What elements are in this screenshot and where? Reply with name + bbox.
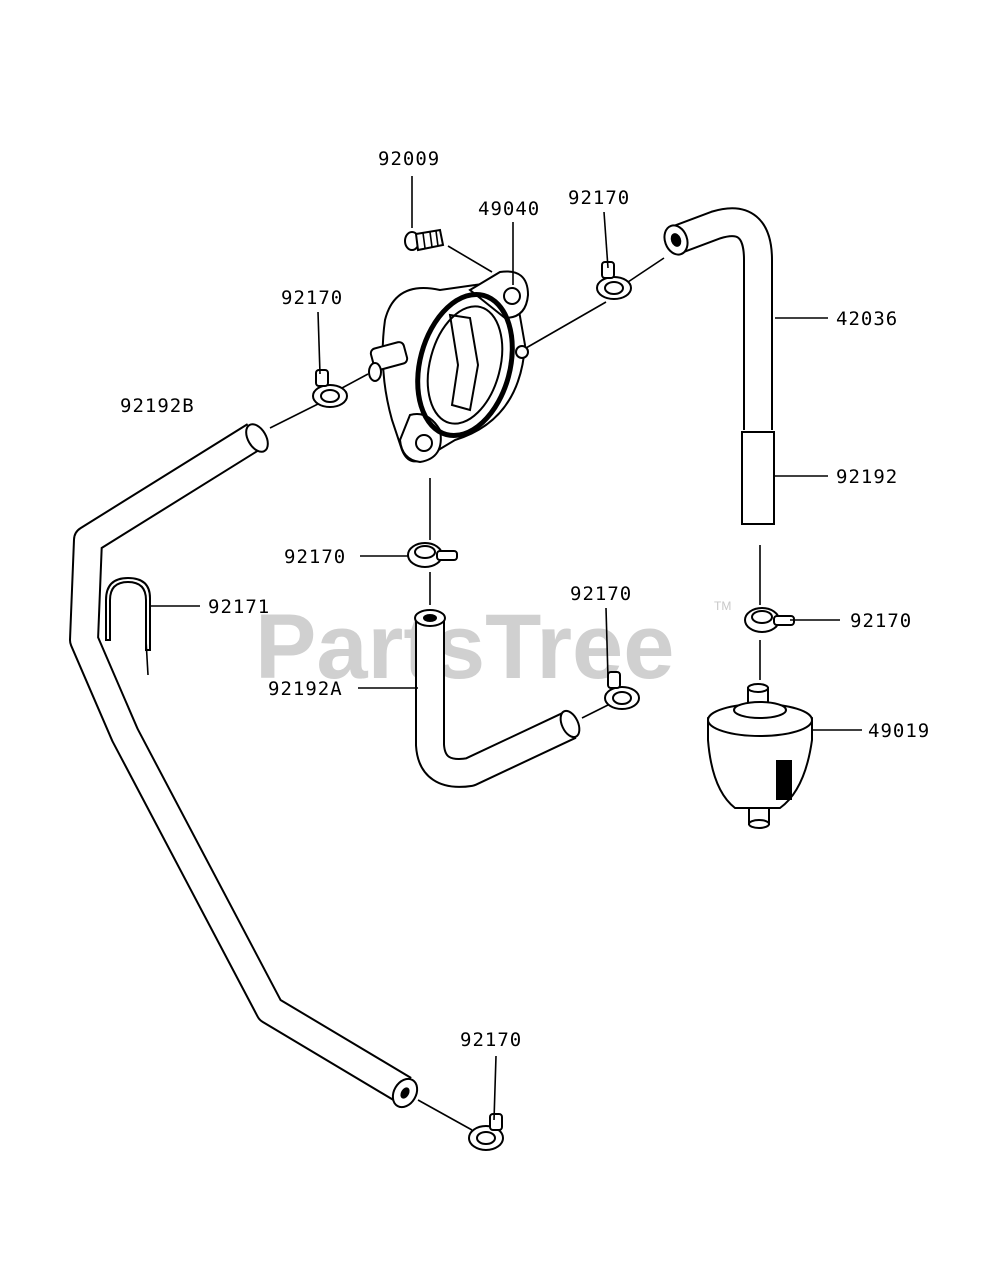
label-92171: 92171	[208, 596, 270, 618]
hose-92192A[interactable]	[414, 609, 583, 788]
label-49040: 49040	[478, 198, 540, 220]
hose-clamp-a[interactable]	[596, 261, 632, 300]
label-92192A: 92192A	[268, 678, 343, 700]
label-92170-a: 92170	[568, 187, 630, 209]
hose-92192B[interactable]	[69, 421, 422, 1112]
hose-clamp-c[interactable]	[407, 542, 458, 568]
part-labels: 92009 49040 92170 42036 92170 92192B 921…	[120, 148, 930, 1051]
label-92170-f: 92170	[460, 1029, 522, 1051]
screw-92009[interactable]	[404, 228, 445, 252]
leader-lines	[150, 176, 862, 1121]
clip-92171[interactable]	[105, 576, 151, 676]
assembly-lines	[269, 245, 761, 1131]
label-92170-d: 92170	[850, 610, 912, 632]
label-42036: 42036	[836, 308, 898, 330]
label-49019: 49019	[868, 720, 930, 742]
label-92170-c: 92170	[284, 546, 346, 568]
hose-92192[interactable]	[741, 431, 775, 525]
label-92170-e: 92170	[570, 583, 632, 605]
fuel-filter-49019[interactable]	[707, 683, 813, 829]
hose-clamp-e[interactable]	[604, 671, 640, 710]
label-92170-b: 92170	[281, 287, 343, 309]
hose-clamp-b[interactable]	[312, 369, 348, 408]
hose-clamp-d[interactable]	[744, 607, 795, 633]
label-92192B: 92192B	[120, 395, 195, 417]
hose-42036[interactable]	[661, 207, 773, 430]
label-92192: 92192	[836, 466, 898, 488]
watermark: PartsTree	[255, 596, 674, 698]
fuel-pump-49040[interactable]	[368, 270, 530, 464]
hose-clamp-f[interactable]	[468, 1113, 504, 1151]
watermark-trademark: TM	[714, 599, 731, 613]
label-92009: 92009	[378, 148, 440, 170]
